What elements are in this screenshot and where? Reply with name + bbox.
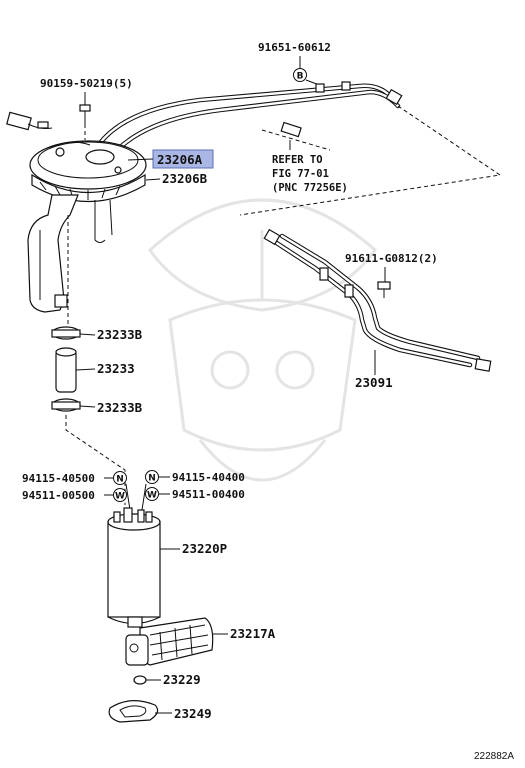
marker-n-left[interactable]: N (113, 471, 127, 485)
label-91651-60612: 91651-60612 (258, 41, 331, 54)
label-23217A[interactable]: 23217A (230, 626, 276, 641)
label-94115-40400: 94115-40400 (172, 471, 245, 484)
refer-line-3: (PNC 77256E) (272, 182, 348, 194)
bolt-90159[interactable] (79, 104, 91, 124)
cushion-23249[interactable] (108, 700, 159, 723)
svg-text:W: W (115, 492, 125, 502)
label-94511-00400: 94511-00400 (172, 488, 245, 501)
clamp-23233B-top[interactable] (51, 326, 81, 340)
pump-filter-23217A[interactable] (125, 617, 214, 666)
label-23091[interactable]: 23091 (355, 375, 393, 390)
marker-b[interactable]: B (293, 68, 307, 82)
label-23220P[interactable]: 23220P (182, 541, 227, 556)
fuel-pump-23220P[interactable] (107, 507, 161, 628)
label-23233B-top[interactable]: 23233B (97, 327, 143, 342)
label-23233[interactable]: 23233 (97, 361, 135, 376)
svg-text:N: N (148, 474, 156, 484)
label-90159-50219: 90159-50219(5) (40, 77, 133, 90)
label-91611-G0812: 91611-G0812(2) (345, 252, 438, 265)
electrical-connector[interactable] (6, 111, 53, 131)
label-23249[interactable]: 23249 (174, 706, 212, 721)
marker-w-right[interactable]: W (145, 487, 159, 501)
svg-text:N: N (116, 475, 124, 485)
figure-code: 222882A (474, 751, 514, 762)
clip-23229[interactable] (133, 675, 147, 685)
samurai-helmet-watermark (148, 198, 377, 482)
marker-n-right[interactable]: N (145, 470, 159, 484)
hose-23233[interactable] (55, 347, 77, 393)
refer-to-note: REFER TO FIG 77-01 (PNC 77256E) (239, 105, 502, 216)
svg-text:B: B (297, 72, 304, 82)
label-94115-40500: 94115-40500 (22, 472, 95, 485)
svg-text:W: W (147, 491, 157, 501)
clamp-23233B-bottom[interactable] (51, 398, 81, 412)
label-23206A[interactable]: 23206A (157, 152, 203, 167)
refer-line-2: FIG 77-01 (272, 168, 329, 180)
label-94511-00500: 94511-00500 (22, 489, 95, 502)
fuel-tube-23091[interactable] (263, 228, 492, 372)
pump-bracket-arm[interactable] (27, 194, 113, 313)
fuel-pipe-upper[interactable] (92, 81, 403, 161)
label-23206B[interactable]: 23206B (162, 171, 208, 186)
marker-w-left[interactable]: W (113, 488, 127, 502)
label-23233B-bottom[interactable]: 23233B (97, 400, 143, 415)
fuel-pump-bracket-23206A[interactable] (29, 140, 147, 190)
refer-line-1: REFER TO (272, 154, 323, 166)
bolt-91611[interactable] (377, 281, 391, 298)
label-23229[interactable]: 23229 (163, 672, 201, 687)
